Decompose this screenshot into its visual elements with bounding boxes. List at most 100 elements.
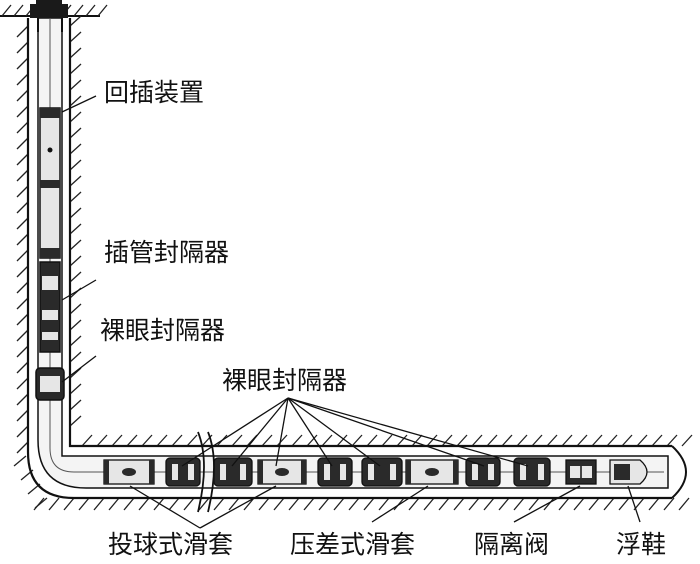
formation-hatch-top xyxy=(606,434,618,447)
ground-hatch xyxy=(85,4,96,17)
formation-hatch-top xyxy=(156,434,168,447)
formation-hatch-right xyxy=(69,335,82,347)
formation-hatch-bottom xyxy=(258,497,270,511)
formation-hatch-right xyxy=(69,31,82,43)
formation-hatch-top xyxy=(531,434,543,447)
openhole-packer-vertical-tool xyxy=(35,367,65,401)
formation-hatch-bottom xyxy=(333,497,345,511)
formation-hatch-top xyxy=(111,434,123,447)
formation-hatch-left xyxy=(16,393,29,406)
formation-hatch-left xyxy=(16,217,29,230)
formation-hatch-left xyxy=(16,201,29,214)
ground-hatch xyxy=(1,4,12,17)
formation-hatch-left xyxy=(16,137,29,150)
wellbore-toe xyxy=(671,445,687,499)
formation-hatch-bottom xyxy=(588,497,600,511)
openhole-packer-h-tool-5 xyxy=(465,457,501,487)
formation-hatch-right xyxy=(69,111,82,123)
formation-hatch-top xyxy=(561,434,573,447)
formation-hatch-left xyxy=(16,361,29,374)
formation-hatch-left xyxy=(16,73,29,86)
formation-hatch-bottom xyxy=(453,497,465,511)
formation-hatch-left xyxy=(16,41,29,54)
ball-drop-sleeve-tool-1 xyxy=(103,459,155,485)
formation-hatch-bottom xyxy=(378,497,390,511)
formation-hatch-left xyxy=(16,329,29,342)
formation-hatch-bottom xyxy=(558,497,570,511)
formation-hatch-bottom xyxy=(423,497,435,511)
formation-hatch-top xyxy=(291,434,303,447)
formation-hatch-top xyxy=(366,434,378,447)
leader-openhole-packer-horizontal-6 xyxy=(287,397,485,467)
formation-hatch-right xyxy=(69,175,82,187)
formation-hatch-bottom xyxy=(243,497,255,511)
formation-hatch-bottom xyxy=(213,497,225,511)
leader-openhole-packer-horizontal-2 xyxy=(231,397,289,467)
formation-hatch-top xyxy=(501,434,513,447)
formation-hatch-top xyxy=(651,434,663,447)
formation-hatch-bottom xyxy=(108,497,120,511)
formation-hatch-top xyxy=(261,434,273,447)
formation-hatch-left xyxy=(16,345,29,358)
formation-hatch-left xyxy=(16,313,29,326)
formation-hatch-left xyxy=(16,265,29,278)
formation-hatch-left xyxy=(16,57,29,70)
label-isolation-valve: 隔离阀 xyxy=(474,530,550,559)
formation-hatch-left xyxy=(16,281,29,294)
formation-hatch-top xyxy=(456,434,468,447)
formation-hatch-right xyxy=(69,239,82,251)
openhole-packer-h-tool-3 xyxy=(317,457,353,487)
formation-hatch-top xyxy=(336,434,348,447)
formation-hatch-bottom xyxy=(168,497,180,511)
formation-hatch-top xyxy=(681,434,693,447)
break-mark-right xyxy=(207,431,215,513)
formation-hatch-right xyxy=(69,223,82,235)
horizontal-tool-string xyxy=(103,457,648,487)
formation-hatch-top xyxy=(276,434,288,447)
ground-hatch xyxy=(97,4,108,17)
formation-hatch-top xyxy=(231,434,243,447)
formation-hatch-bottom xyxy=(603,497,615,511)
formation-hatch-left xyxy=(16,105,29,118)
formation-hatch-top xyxy=(426,434,438,447)
formation-hatch-left xyxy=(16,233,29,246)
ground-hatch xyxy=(73,4,84,17)
leader-openhole-packer-horizontal-4 xyxy=(287,397,333,467)
leader-openhole-packer-horizontal-3 xyxy=(275,397,289,467)
formation-hatch-left xyxy=(16,409,29,422)
wellhead-stem xyxy=(37,18,63,32)
formation-hatch-top xyxy=(396,434,408,447)
formation-hatch-top xyxy=(486,434,498,447)
openhole-packer-h-tool-6 xyxy=(513,457,551,487)
formation-hatch-left xyxy=(16,297,29,310)
label-tieback-device: 回插装置 xyxy=(104,78,205,107)
formation-hatch-bottom xyxy=(78,497,90,511)
formation-hatch-right xyxy=(69,47,82,59)
formation-hatch-right xyxy=(69,63,82,75)
formation-hatch-top xyxy=(141,434,153,447)
formation-hatch-top xyxy=(321,434,333,447)
ground-hatch xyxy=(13,4,24,17)
formation-hatch-bottom xyxy=(63,497,75,511)
formation-hatch-right xyxy=(69,303,82,315)
label-openhole-packer-horizontal: 裸眼封隔器 xyxy=(222,366,348,395)
formation-hatch-top xyxy=(516,434,528,447)
formation-hatch-top xyxy=(576,434,588,447)
formation-hatch-left xyxy=(16,121,29,134)
leader-float-shoe xyxy=(627,485,641,523)
formation-hatch-top xyxy=(441,434,453,447)
stinger-packer-tool xyxy=(39,261,61,353)
formation-hatch-top xyxy=(591,434,603,447)
leader-tieback xyxy=(61,95,97,113)
openhole-packer-h-tool-1 xyxy=(165,457,201,487)
wellhead xyxy=(30,4,68,18)
formation-hatch-top xyxy=(411,434,423,447)
openhole-packer-h-tool-4 xyxy=(361,457,403,487)
formation-hatch-left xyxy=(16,25,29,38)
formation-hatch-left xyxy=(16,377,29,390)
leader-lines xyxy=(61,95,641,529)
leader-openhole-packer-vertical xyxy=(61,355,97,383)
formation-hatch-bottom xyxy=(93,497,105,511)
formation-hatch-left xyxy=(16,185,29,198)
